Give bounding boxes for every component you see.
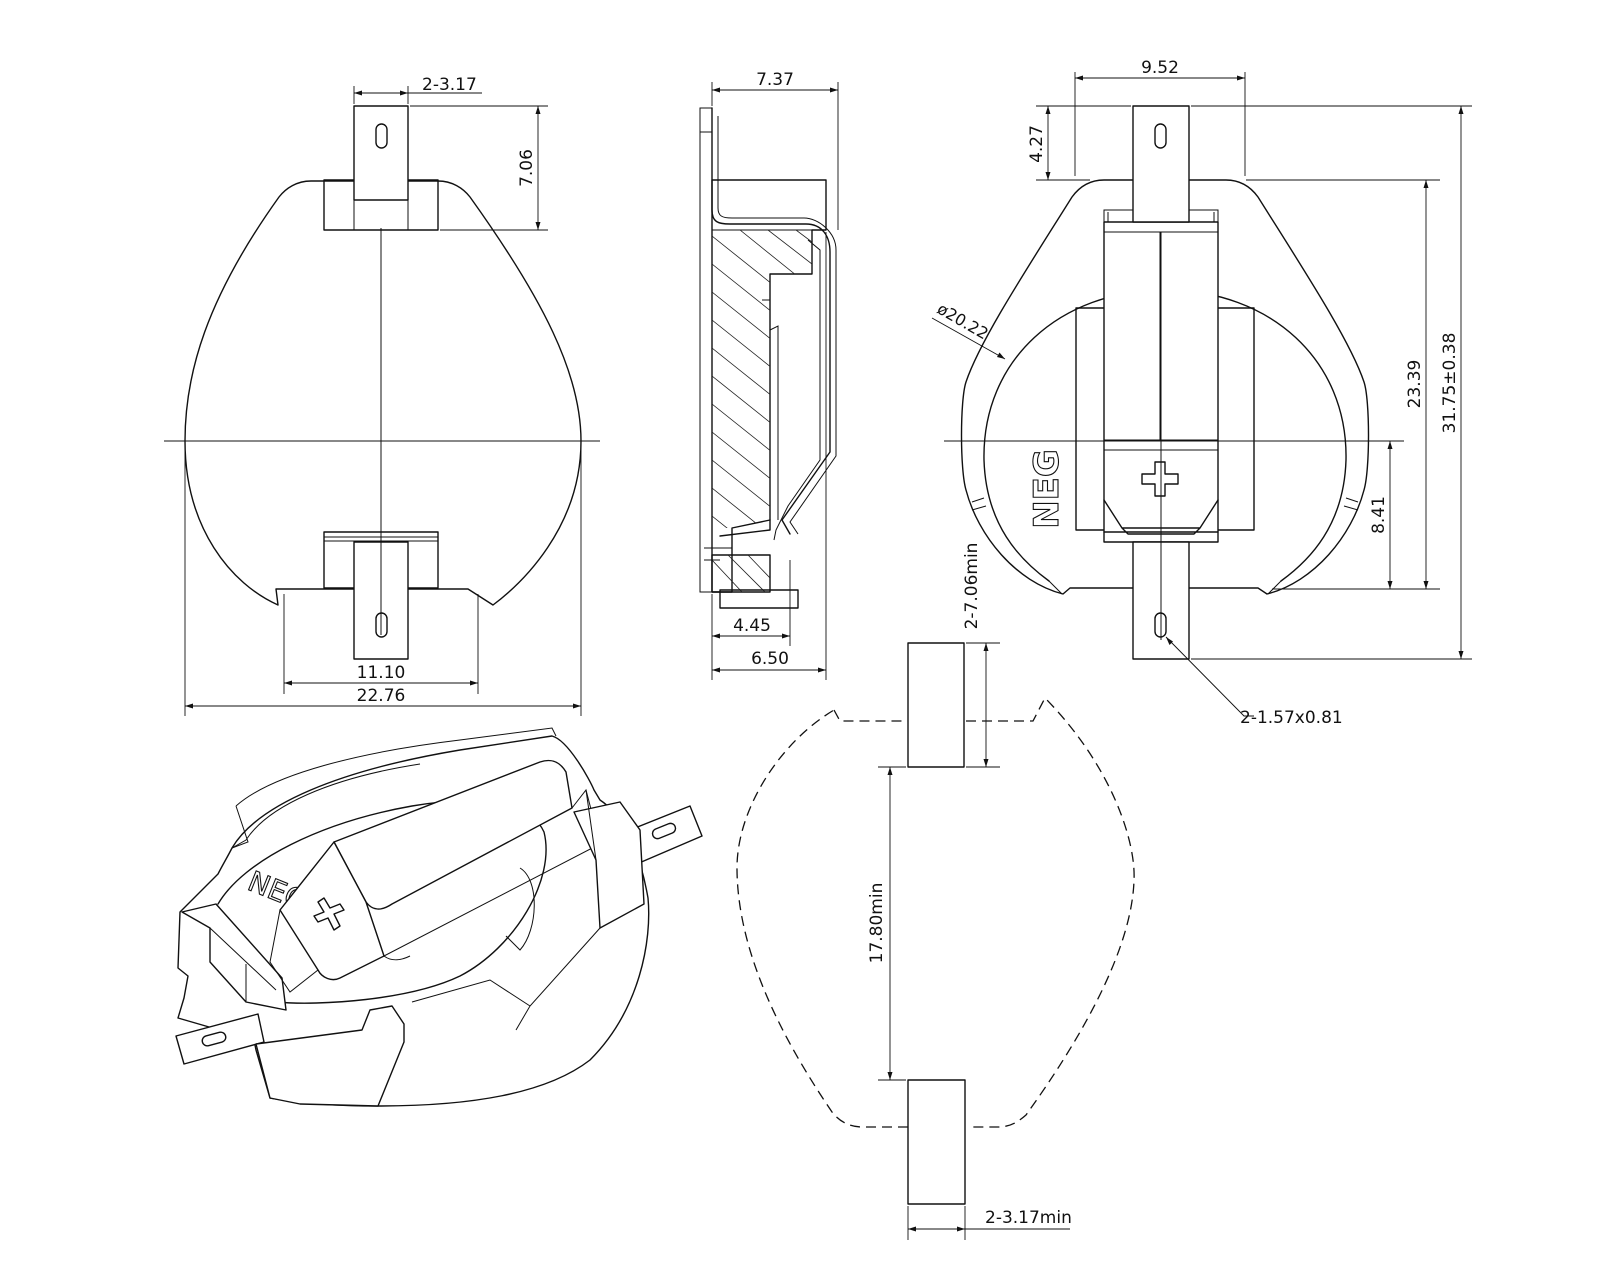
dim-rear-overall-length: 31.75±0.38 [1191,105,1472,660]
rear-top-slot [1154,123,1167,149]
dim-rear-center-offset: 8.41 [1366,440,1404,589]
dim-front-tab-height-text: 7.06 [517,149,537,187]
dim-side-base-depth-text: 4.45 [733,616,771,636]
dim-footprint-pad-length: 2-7.06min [962,543,1000,768]
iso-left-terminal-tab [175,1013,265,1065]
dim-front-tab-width-text: 2-3.17 [422,75,477,95]
footprint-top-pad [907,642,965,768]
side-base-block [711,554,771,593]
dim-rear-body-length: 23.39 [1246,179,1440,590]
dim-front-overall-width-text: 22.76 [357,686,406,706]
iso-right-terminal-slot [651,822,677,840]
dim-rear-cavity-diameter: ø20.22 [931,299,1006,360]
front-top-tab [353,105,409,201]
dim-front-tab-height: 7.06 [410,105,548,231]
rear-plus-mark [1141,461,1179,497]
footprint-bottom-pad [907,1079,966,1205]
dim-rear-tab-span-text: 9.52 [1141,58,1179,78]
dim-footprint-pad-width: 2-3.17min [907,1206,1072,1240]
dim-side-overall-depth: 6.50 [712,232,827,680]
dim-rear-slot-size-text: 2-1.57x0.81 [1240,708,1343,728]
dim-footprint-pad-width-text: 2-3.17min [985,1208,1072,1228]
dim-rear-tab-length: 4.27 [1027,105,1131,181]
dim-front-pad-span-text: 11.10 [357,663,406,683]
footprint-dashed-outline [736,696,1135,1128]
rear-view: NEG 9.52 4.27 ø20.22 [931,58,1472,728]
iso-spring-contact-arm [333,759,573,910]
dim-rear-body-length-text: 23.39 [1405,360,1425,409]
front-top-slot [375,123,388,149]
dim-rear-tab-length-text: 4.27 [1027,125,1047,163]
dim-rear-cavity-diameter-text: ø20.22 [934,299,992,343]
iso-left-terminal-slot [201,1031,227,1047]
side-section-hatching [712,230,812,528]
iso-plus-mark [313,897,345,931]
front-view: 2-3.17 7.06 11.10 22.76 [164,75,600,716]
iso-housing-outline [177,735,650,1107]
dim-rear-center-offset-text: 8.41 [1369,496,1389,534]
dim-side-base-depth: 4.45 [711,560,791,680]
dim-rear-tab-span: 9.52 [1074,58,1246,176]
iso-inner-cavity [217,800,547,1004]
rear-body-outline [960,179,1370,595]
dim-footprint-pad-gap: 17.80min [867,766,906,1081]
side-contact-strip-inner [773,239,821,541]
dim-side-top-depth-text: 7.37 [756,70,794,90]
isometric-view: NEG [175,727,703,1107]
rear-neg-mark: NEG [1027,449,1067,529]
footprint-view: 2-7.06min 17.80min 2-3.17min [736,543,1135,1240]
dim-front-tab-width: 2-3.17 [353,75,482,104]
dim-footprint-pad-gap-text: 17.80min [867,883,887,964]
dim-rear-overall-length-text: 31.75±0.38 [1440,333,1460,434]
dim-rear-slot-size: 2-1.57x0.81 [1165,636,1343,728]
rear-top-tab [1132,105,1190,223]
dim-footprint-pad-length-text: 2-7.06min [962,543,982,630]
dim-side-overall-depth-text: 6.50 [751,649,789,669]
side-view: 7.37 4.45 6.50 [699,70,839,680]
dim-front-pad-span: 11.10 [283,594,479,694]
side-contact-strip-outer [711,107,831,535]
dim-side-top-depth: 7.37 [711,70,839,230]
dim-front-overall-width: 22.76 [184,441,582,716]
